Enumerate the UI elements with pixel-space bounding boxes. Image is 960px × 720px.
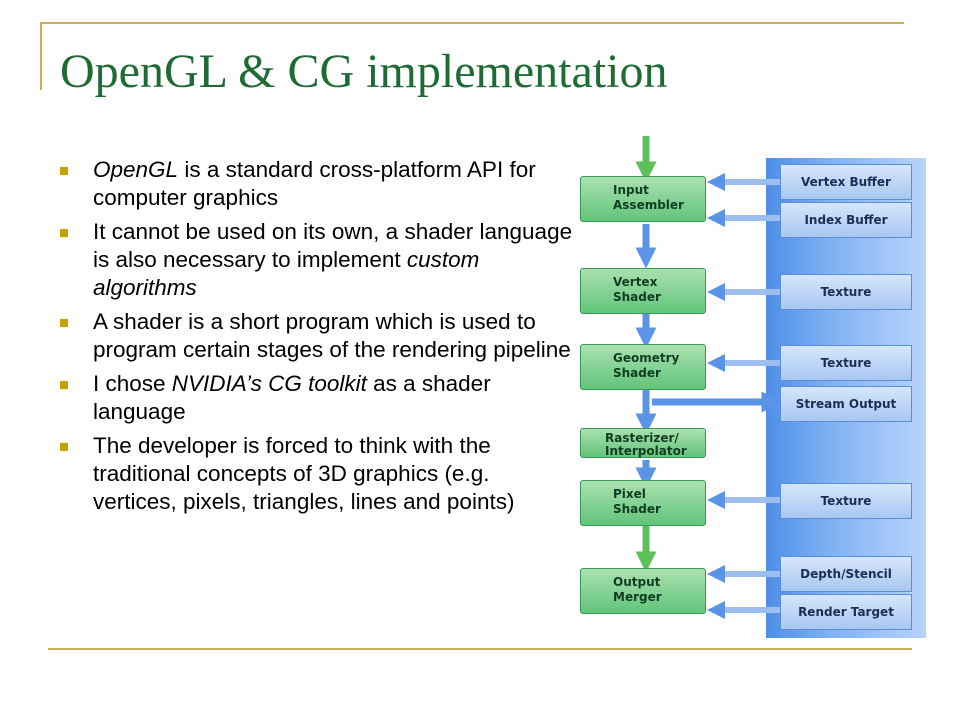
bullet-square-icon [60,443,68,451]
bullet-item: OpenGL is a standard cross-platform API … [58,156,578,212]
bullet-square-icon [60,381,68,389]
bullet-emphasis: custom algorithms [93,247,480,300]
bullet-text: It cannot be used on its own, a shader l… [93,219,573,272]
resource-index-buffer: Index Buffer [780,202,912,238]
resource-render-target: Render Target [780,594,912,630]
bullet-square-icon [60,229,68,237]
pipeline-diagram: Input Assembler Vertex Shader Geometry S… [576,132,932,642]
bullet-square-icon [60,319,68,327]
stage-geometry-shader: Geometry Shader [580,344,706,390]
bullet-item: A shader is a short program which is use… [58,308,578,364]
bullet-text: is a standard cross-platform API for com… [93,157,536,210]
stage-vertex-shader: Vertex Shader [580,268,706,314]
bullet-item: I chose NVIDIA’s CG toolkit as a shader … [58,370,578,426]
pipeline-arrows [635,136,783,619]
bullet-item: It cannot be used on its own, a shader l… [58,218,578,302]
resource-depth-stencil: Depth/Stencil [780,556,912,592]
resource-texture: Texture [780,345,912,381]
bullet-text: The developer is forced to think with th… [93,433,515,514]
slide-title: OpenGL & CG implementation [60,45,668,98]
frame-line-left [40,22,42,90]
frame-line-bottom [48,648,912,650]
bullet-text: as a shader language [93,371,491,424]
bullet-emphasis: NVIDIA’s CG toolkit [171,371,367,396]
stage-output-merger: Output Merger [580,568,706,614]
bullet-item: The developer is forced to think with th… [58,432,578,516]
bullet-emphasis: OpenGL [93,157,179,182]
resource-texture: Texture [780,274,912,310]
bullet-list: OpenGL is a standard cross-platform API … [58,156,578,522]
resource-stream-output: Stream Output [780,386,912,422]
bullet-square-icon [60,167,68,175]
bullet-text: I chose [93,371,172,396]
stage-rasterizer: Rasterizer/ Interpolator [580,428,706,458]
resource-texture: Texture [780,483,912,519]
frame-line-top [40,22,904,24]
stage-pixel-shader: Pixel Shader [580,480,706,526]
stage-input-assembler: Input Assembler [580,176,706,222]
bullet-text: A shader is a short program which is use… [93,309,571,362]
resource-vertex-buffer: Vertex Buffer [780,164,912,200]
